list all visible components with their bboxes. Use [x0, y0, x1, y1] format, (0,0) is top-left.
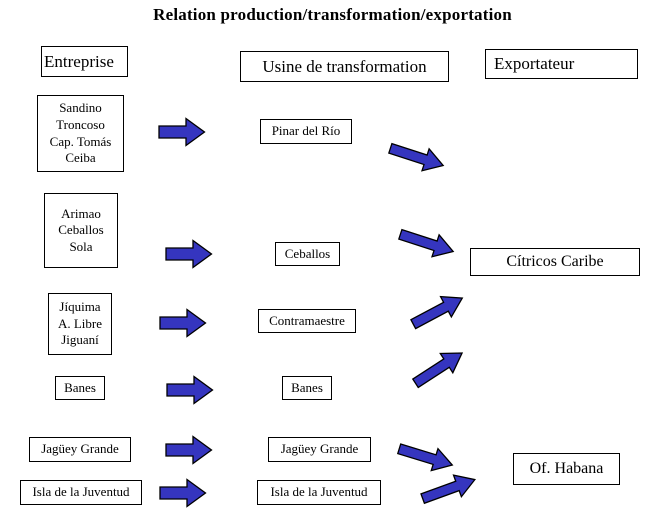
exportateur-box-citricos-caribe: Cítricos Caribe	[470, 248, 640, 276]
producer-box-sandino-group: Sandino Troncoso Cap. Tomás Ceiba	[37, 95, 124, 172]
arrow-up-right-icon-isla-to-habana	[417, 467, 480, 511]
column-header-usine: Usine de transformation	[240, 51, 449, 82]
arrow-up-right-icon-banes-to-citricos	[408, 341, 471, 394]
exportateur-box-of-habana: Of. Habana	[513, 453, 620, 485]
arrow-right-icon-jiquima-to-contramaestre	[159, 308, 207, 338]
producer-box-banes: Banes	[55, 376, 105, 400]
usine-box-jaguey-grande: Jagüey Grande	[268, 437, 371, 462]
producer-box-jaguey-grande: Jagüey Grande	[29, 437, 131, 462]
arrow-right-icon-arimao-to-ceballos	[165, 239, 213, 269]
producer-box-arimao-group: Arimao Ceballos Sola	[44, 193, 118, 268]
arrow-down-right-icon-ceballos-to-citricos	[395, 222, 458, 265]
usine-box-contramaestre: Contramaestre	[258, 309, 356, 333]
usine-box-banes: Banes	[282, 376, 332, 400]
column-header-exportateur: Exportateur	[485, 49, 638, 79]
producer-box-jiquima-group: Jíquima A. Libre Jiguaní	[48, 293, 112, 355]
producer-box-isla-juventud: Isla de la Juventud	[20, 480, 142, 505]
diagram-title: Relation production/transformation/expor…	[153, 5, 512, 24]
arrow-up-right-icon-contramaestre-to-citricos	[406, 286, 469, 336]
arrow-right-icon-isla-to-isla	[159, 478, 207, 508]
arrow-down-right-icon-jaguey-to-habana	[394, 436, 457, 478]
usine-box-ceballos: Ceballos	[275, 242, 340, 266]
usine-box-isla-juventud: Isla de la Juventud	[257, 480, 381, 505]
arrow-right-icon-sandino-to-pinar	[158, 117, 206, 147]
arrow-right-icon-banes-to-banes	[166, 375, 214, 405]
arrow-down-right-icon-pinar-to-citricos	[385, 136, 448, 179]
usine-box-pinar-del-rio: Pinar del Río	[260, 119, 352, 144]
column-header-entreprise: Entreprise	[41, 46, 128, 77]
arrow-right-icon-jaguey-to-jaguey	[165, 435, 213, 465]
